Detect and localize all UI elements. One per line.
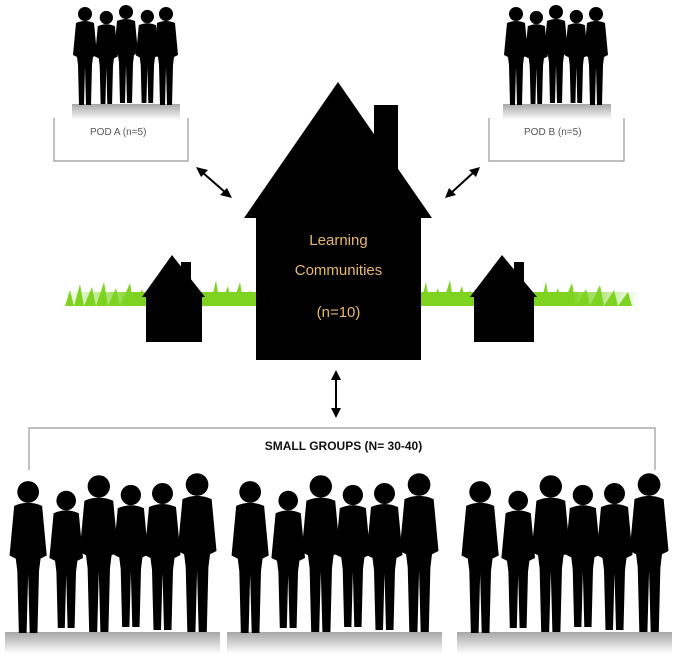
small-groups-label: SMALL GROUPS (N= 30-40) [264,439,423,453]
main-house-icon [244,82,432,360]
small-groups-bracket [28,427,656,470]
small-group-3-people-icon [457,473,672,654]
pod-a-label: POD A (n=5) [90,127,147,138]
arrow-pod-a-icon [196,167,232,198]
house-label-line2: Communities [294,262,383,279]
small-house-right-icon [470,255,537,342]
pod-b-bracket [488,118,625,162]
arrow-pod-b-icon [445,167,480,198]
pod-b-label: POD B (n=5) [524,127,582,138]
small-group-1-people-icon [5,473,220,654]
pod-b-people-icon [503,5,611,120]
house-label-line3: (n=10) [316,304,361,321]
arrow-small-groups-icon [331,370,341,418]
small-house-left-icon [142,255,205,342]
pod-a-bracket [53,118,189,162]
house-label-line1: Learning [309,232,368,249]
pod-a-people-icon [72,5,180,120]
small-group-2-people-icon [227,473,442,654]
